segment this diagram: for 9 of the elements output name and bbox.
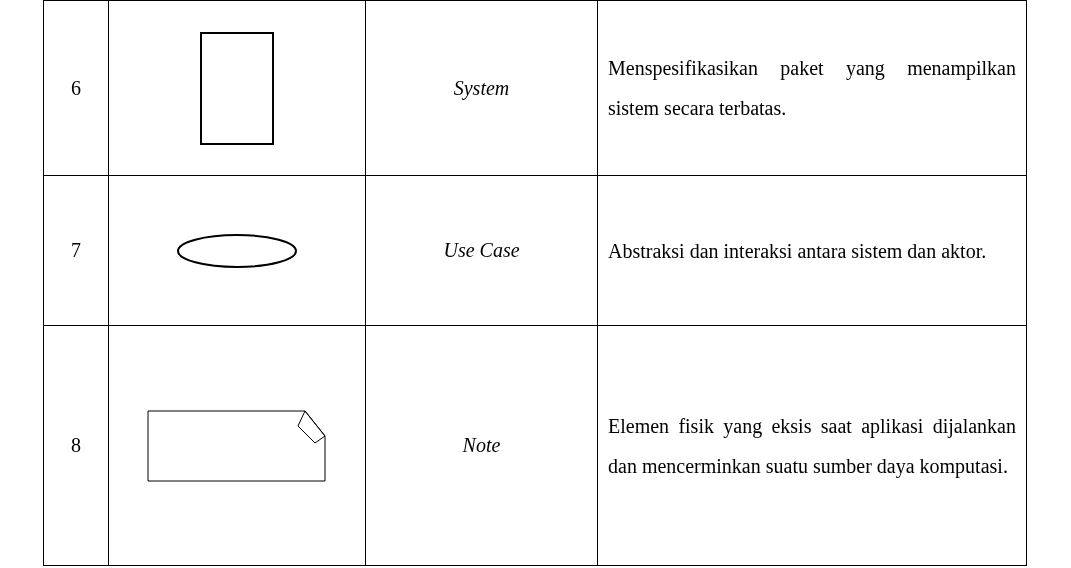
description: Menspesifikasikan paket yang menampilkan sistem secara terbatas. xyxy=(608,56,1016,121)
row-number: 7 xyxy=(71,239,81,261)
element-name: System xyxy=(453,76,510,99)
row-number: 6 xyxy=(71,76,81,99)
element-name: Note xyxy=(462,434,501,456)
row-number: 8 xyxy=(71,434,81,456)
description: Abstraksi dan interaksi antara sistem dan aktor. xyxy=(608,238,988,264)
element-name: Use Case xyxy=(443,239,520,261)
description: Elemen fisik yang eksis saat aplikasi dijalankan dan mencerminkan suatu sumber daya komputasi. xyxy=(608,413,1016,480)
